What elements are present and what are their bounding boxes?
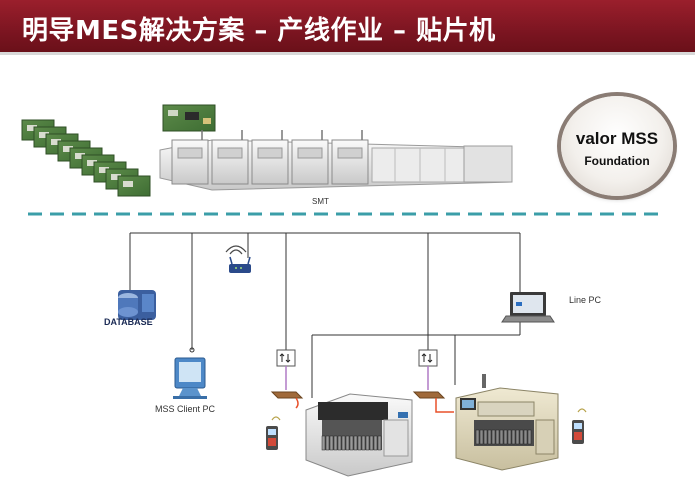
handheld-scanner-left [266,416,281,450]
line-pc-label: Line PC [569,295,602,305]
valor-mss-logo: valor MSS Foundation [561,96,673,196]
switch-icon-left [276,349,296,367]
network-lines [129,232,521,398]
pcb-single [162,104,216,132]
client-pc-label: MSS Client PC [155,404,216,414]
hub-left [270,391,304,409]
placement-machine-1 [305,393,413,477]
placement-machine-2 [455,374,559,471]
title-bar: 明导MES解决方案 – 产线作业 – 贴片机 [0,0,695,55]
smt-unit [211,139,249,185]
page-title: 明导MES解决方案 – 产线作业 – 贴片机 [22,16,496,46]
handheld-scanner-right [572,408,587,444]
pcb-stack [21,119,151,197]
monitor-icon [173,357,207,399]
smt-line [159,130,513,191]
laptop-icon [501,292,555,323]
logo-subtitle: Foundation [584,154,650,168]
smt-unit [171,139,209,185]
database-icon [118,290,156,320]
database-label: DATABASE [104,317,153,327]
switch-icon-right [418,349,438,367]
pcb-board [117,175,151,197]
hub-right [412,391,454,413]
client-pc-connector [189,347,195,353]
wifi-router-icon [225,245,251,273]
logo-brand: valor MSS [575,129,659,148]
smt-unit [331,139,369,185]
smt-unit [291,139,329,185]
smt-label: SMT [312,197,329,206]
smt-unit [251,139,289,185]
